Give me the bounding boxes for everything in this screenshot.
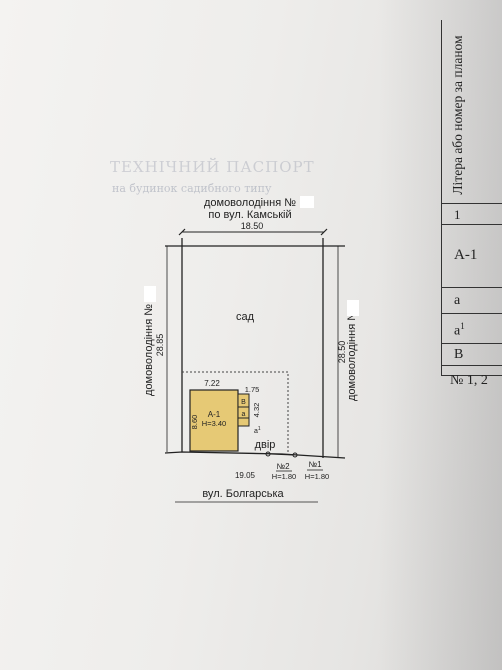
building-height: Н=3.40 [202,419,226,428]
street-bottom-label: вул. Болгарська [202,488,284,500]
redaction-box-right [347,300,359,316]
annex-a1 [237,417,250,427]
annex-depth: 4.32 [252,403,261,418]
gate1-height: Н=1.80 [305,472,329,481]
header-line-1: домоволодіння № [204,197,296,209]
dashed-zone-boundary [182,371,289,454]
redaction-box-top [300,196,314,208]
annex-b-label: В [241,399,246,406]
gate-line [269,453,294,456]
dim-tick [178,228,186,236]
dim-right-label: 28.50 [337,341,347,364]
side-row-6: № 1, 2 [442,365,502,396]
header-line-2: по вул. Камській [208,209,291,221]
bleed-subtitle: на будинок садибного типу [112,182,272,195]
neighbor-right-label: домоволодіння № [346,309,358,401]
annex-a-label: а [242,411,246,418]
side-legend-table: 1 А-1 а а1 В № 1, 2 [441,20,502,388]
dim-bottom-label: 19.05 [235,471,256,480]
dim-tick [320,228,328,236]
side-row-4: а1 [442,313,502,344]
side-row-1: 1 [442,203,502,225]
dim-top-label: 18.50 [241,221,264,231]
dim-left-label: 28.85 [155,334,165,357]
side-row-5: В [442,343,502,366]
annex-width: 1.75 [245,385,260,394]
gate2-height: Н=1.80 [272,472,296,481]
side-row-2: А-1 [442,224,502,288]
building-label: А-1 [208,410,221,419]
neighbor-left-label: домоволодіння № [143,304,155,396]
boundary-bottom [164,451,346,459]
page-shadow [378,0,502,670]
building-a1 [189,389,239,452]
side-row-3: а [442,287,502,314]
gate2-label: №2 [276,462,290,471]
building-width: 7.22 [204,379,220,388]
yard-label: двір [255,439,276,451]
bleed-title: ТЕХНІЧНИЙ ПАСПОРТ [110,158,315,176]
garden-label: сад [236,311,255,323]
building-depth: 8.60 [190,415,199,430]
redaction-box-left [144,286,156,302]
annex-a1-label: а1 [254,426,261,435]
gate1-label: №1 [308,460,322,469]
